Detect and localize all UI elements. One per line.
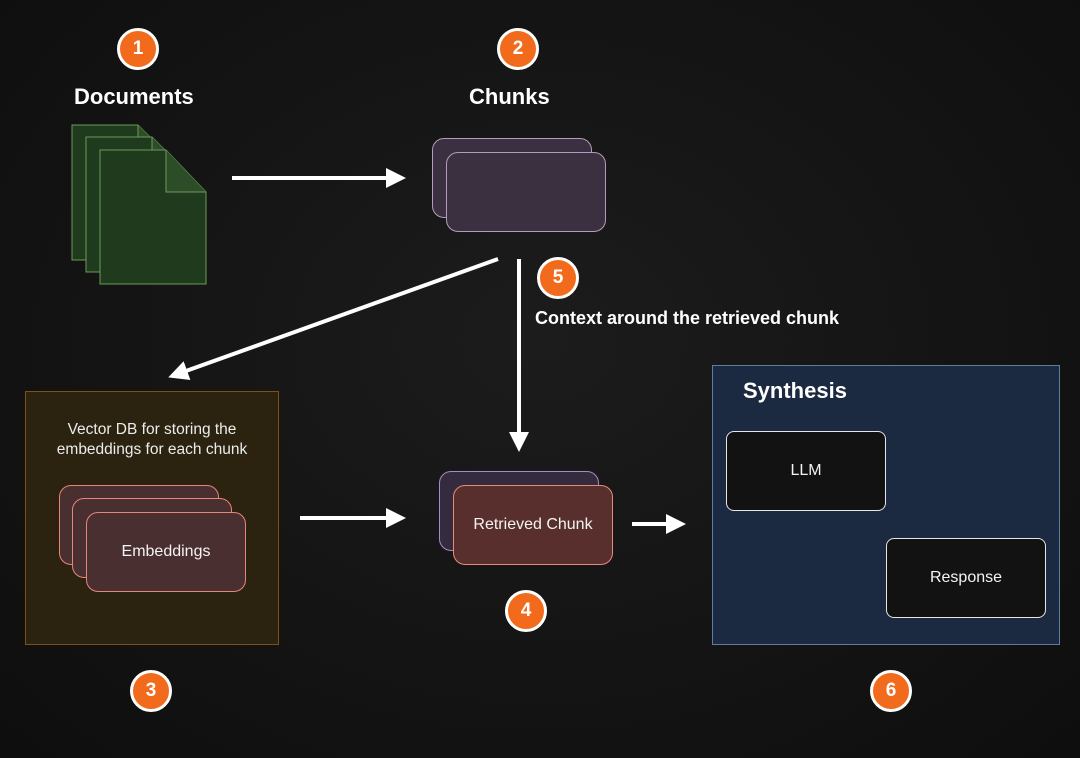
embeddings-card: Embeddings <box>86 512 246 592</box>
context-label: Context around the retrieved chunk <box>535 308 840 328</box>
response-card: Response <box>886 538 1046 618</box>
arrow-chunks-to-vectordb <box>168 257 499 381</box>
embeddings-label: Embeddings <box>121 543 211 560</box>
llm-card: LLM <box>726 431 886 511</box>
step-badge-4: 4 <box>505 590 547 632</box>
response-label: Response <box>929 569 1003 586</box>
synthesis-title: Synthesis <box>743 378 847 403</box>
step-badge-5: 5 <box>537 257 579 299</box>
step-badge-6: 6 <box>870 670 912 712</box>
llm-label: LLM <box>790 462 822 479</box>
step-badge-1: 1 <box>117 28 159 70</box>
step-badge-2: 2 <box>497 28 539 70</box>
retrieved-chunk-card: Retrieved Chunk <box>453 485 613 565</box>
chunk-card-front <box>446 152 606 232</box>
retrieved-chunk-label: Retrieved Chunk <box>473 516 593 533</box>
chunks-heading: Chunks <box>469 84 550 109</box>
documents-heading: Documents <box>74 84 194 109</box>
document-page-front <box>99 149 207 285</box>
vector-db-description: Vector DB for storing the embeddings for… <box>56 421 248 458</box>
documents-icon <box>71 124 207 285</box>
step-badge-3: 3 <box>130 670 172 712</box>
